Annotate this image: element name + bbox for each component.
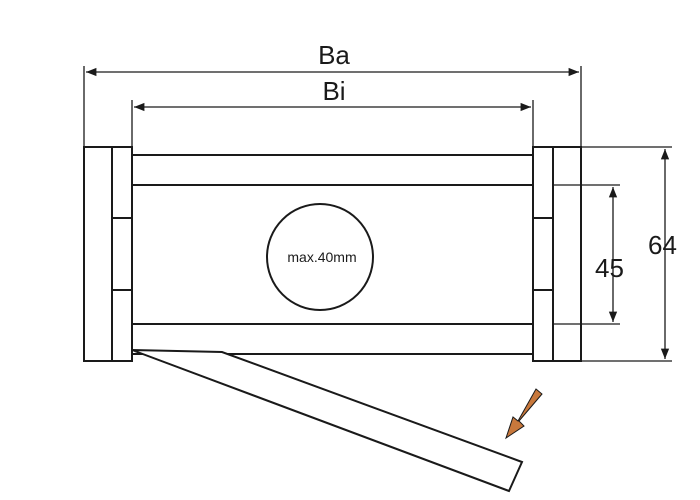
left-side-plate-inner	[111, 146, 133, 362]
top-crossbar	[131, 154, 534, 186]
dimension-lines	[83, 66, 672, 362]
chain-link-body	[83, 146, 582, 362]
height-45-label: 45	[595, 253, 624, 283]
arrow-down-left-icon	[505, 388, 543, 440]
max-diameter-circle	[266, 203, 374, 311]
bi-label: Bi	[322, 76, 345, 106]
angled-crossbar	[131, 349, 524, 493]
right-side-plate-outer	[552, 146, 582, 362]
bottom-crossbar	[131, 323, 534, 355]
ba-label: Ba	[318, 40, 350, 70]
right-side-plate-inner	[532, 146, 554, 362]
left-side-plate-outer	[83, 146, 113, 362]
max-diameter-label: max.40mm	[287, 249, 356, 265]
height-64-label: 64	[648, 230, 677, 260]
